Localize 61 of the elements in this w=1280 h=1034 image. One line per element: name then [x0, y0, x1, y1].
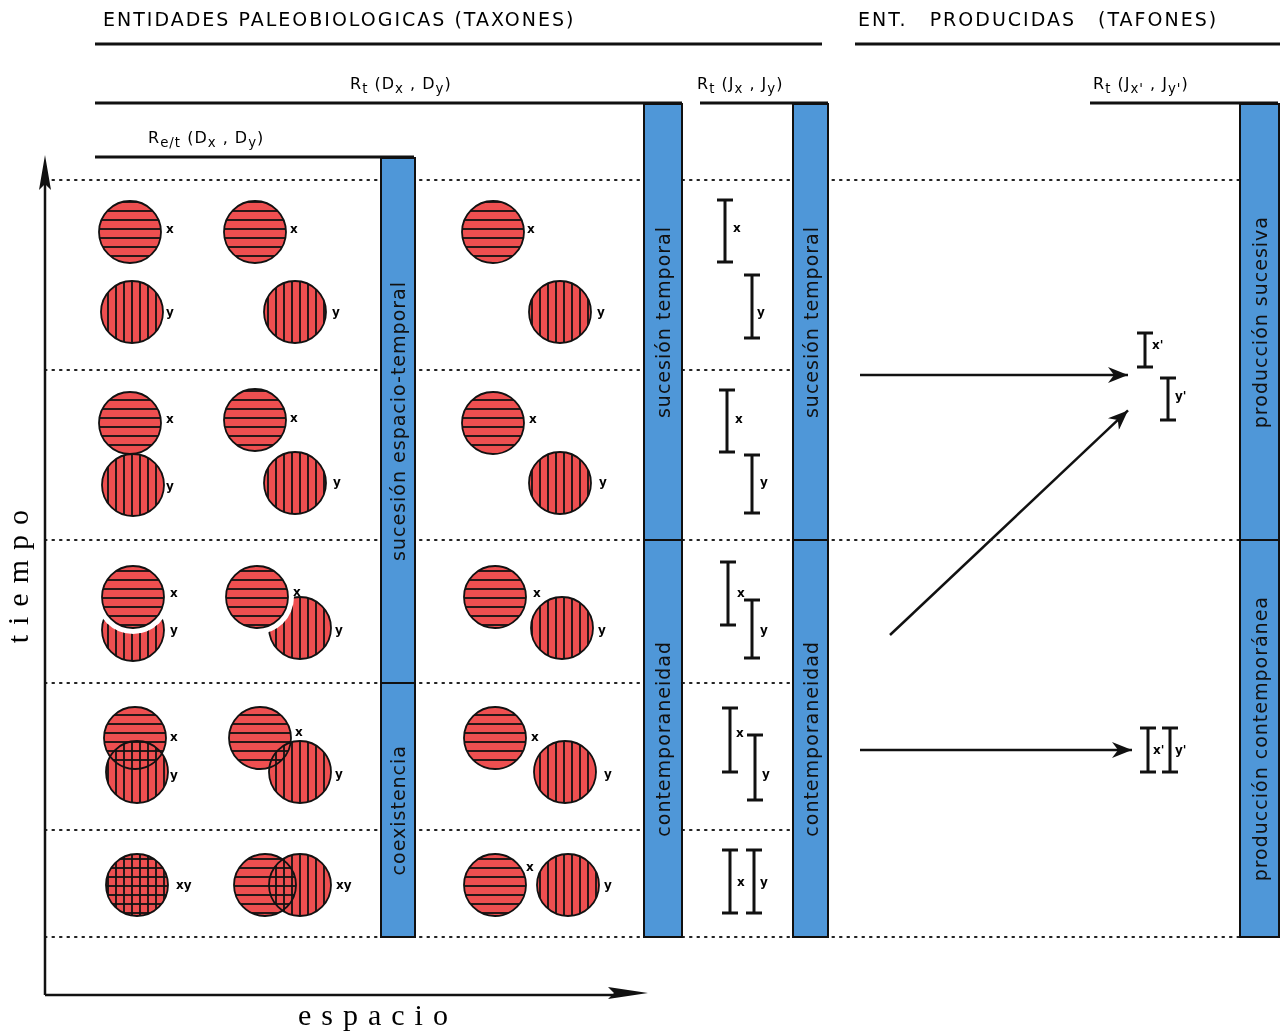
taxon-label: x	[737, 587, 745, 599]
taxon-label: y	[762, 768, 770, 780]
taxon-label: x	[529, 413, 537, 425]
category-band: contemporaneidad	[643, 539, 683, 938]
category-band: sucesión espacio-temporal	[380, 157, 416, 684]
taxon-label: y'	[1175, 390, 1187, 402]
taxon-label: x	[733, 222, 741, 234]
taxon-label: y	[335, 624, 343, 636]
taxon-label: xy	[336, 879, 352, 891]
taxon-label: x	[166, 413, 174, 425]
arrow	[860, 742, 1132, 758]
taxon-label: y	[599, 476, 607, 488]
taxon-label: y'	[1175, 744, 1187, 756]
axis-label: tiempo	[3, 500, 33, 644]
relation-label: R$_{t}$ (D$_{x}$ , D$_{y}$)	[350, 76, 452, 96]
taxon-label: y	[170, 624, 178, 636]
category-band: coexistencia	[380, 682, 416, 938]
category-band: producción contemporánea	[1239, 539, 1280, 938]
taxon-label: y	[333, 476, 341, 488]
relation-label: R$_{e/t}$ (D$_{x}$ , D$_{y}$)	[148, 130, 265, 150]
taxon-label: x	[735, 413, 743, 425]
taxon-label: y	[760, 624, 768, 636]
taxon-label: y	[604, 879, 612, 891]
taxon-label: y	[166, 480, 174, 492]
taxon-label: x	[290, 223, 298, 235]
taxon-label: x	[736, 727, 744, 739]
taxon-label: x	[170, 731, 178, 743]
taxon-label: x'	[1153, 744, 1165, 756]
section-heading: ENTIDADES PALEOBIOLOGICAS (TAXONES)	[103, 10, 576, 29]
arrow	[860, 367, 1128, 383]
taxon-label: x	[526, 861, 534, 873]
taxon-label: y	[598, 624, 606, 636]
taxon-label: x	[293, 586, 301, 598]
taxon-label: x	[533, 587, 541, 599]
arrow	[889, 409, 1129, 636]
category-band: sucesión temporal	[643, 103, 683, 541]
section-heading: ENT. PRODUCIDAS (TAFONES)	[858, 10, 1219, 29]
axis-label: espacio	[298, 1000, 458, 1030]
taxon-label: x'	[1152, 339, 1164, 351]
taxon-label: xy	[176, 879, 192, 891]
taxon-label: y	[166, 306, 174, 318]
taxon-label: x	[295, 726, 303, 738]
category-band: sucesión temporal	[792, 103, 829, 541]
relation-label: R$_{t}$ (J$_{x}$ , J$_{y}$)	[697, 76, 784, 96]
taxon-label: x	[290, 412, 298, 424]
taxon-label: x	[166, 223, 174, 235]
taxon-label: y	[332, 306, 340, 318]
category-band: producción sucesiva	[1239, 103, 1280, 541]
taxon-label: y	[760, 876, 768, 888]
taxon-label: x	[531, 731, 539, 743]
taxon-label: x	[737, 876, 745, 888]
taxon-label: y	[335, 768, 343, 780]
category-band: contemporaneidad	[792, 539, 829, 938]
taxon-label: y	[604, 768, 612, 780]
taxon-label: y	[597, 306, 605, 318]
taxon-label: x	[170, 587, 178, 599]
taxon-label: y	[757, 306, 765, 318]
taxon-label: y	[170, 769, 178, 781]
relation-label: R$_{t}$ (J$_{x'}$ , J$_{y'}$)	[1093, 76, 1189, 96]
taxon-label: x	[527, 223, 535, 235]
taxon-label: y	[760, 476, 768, 488]
